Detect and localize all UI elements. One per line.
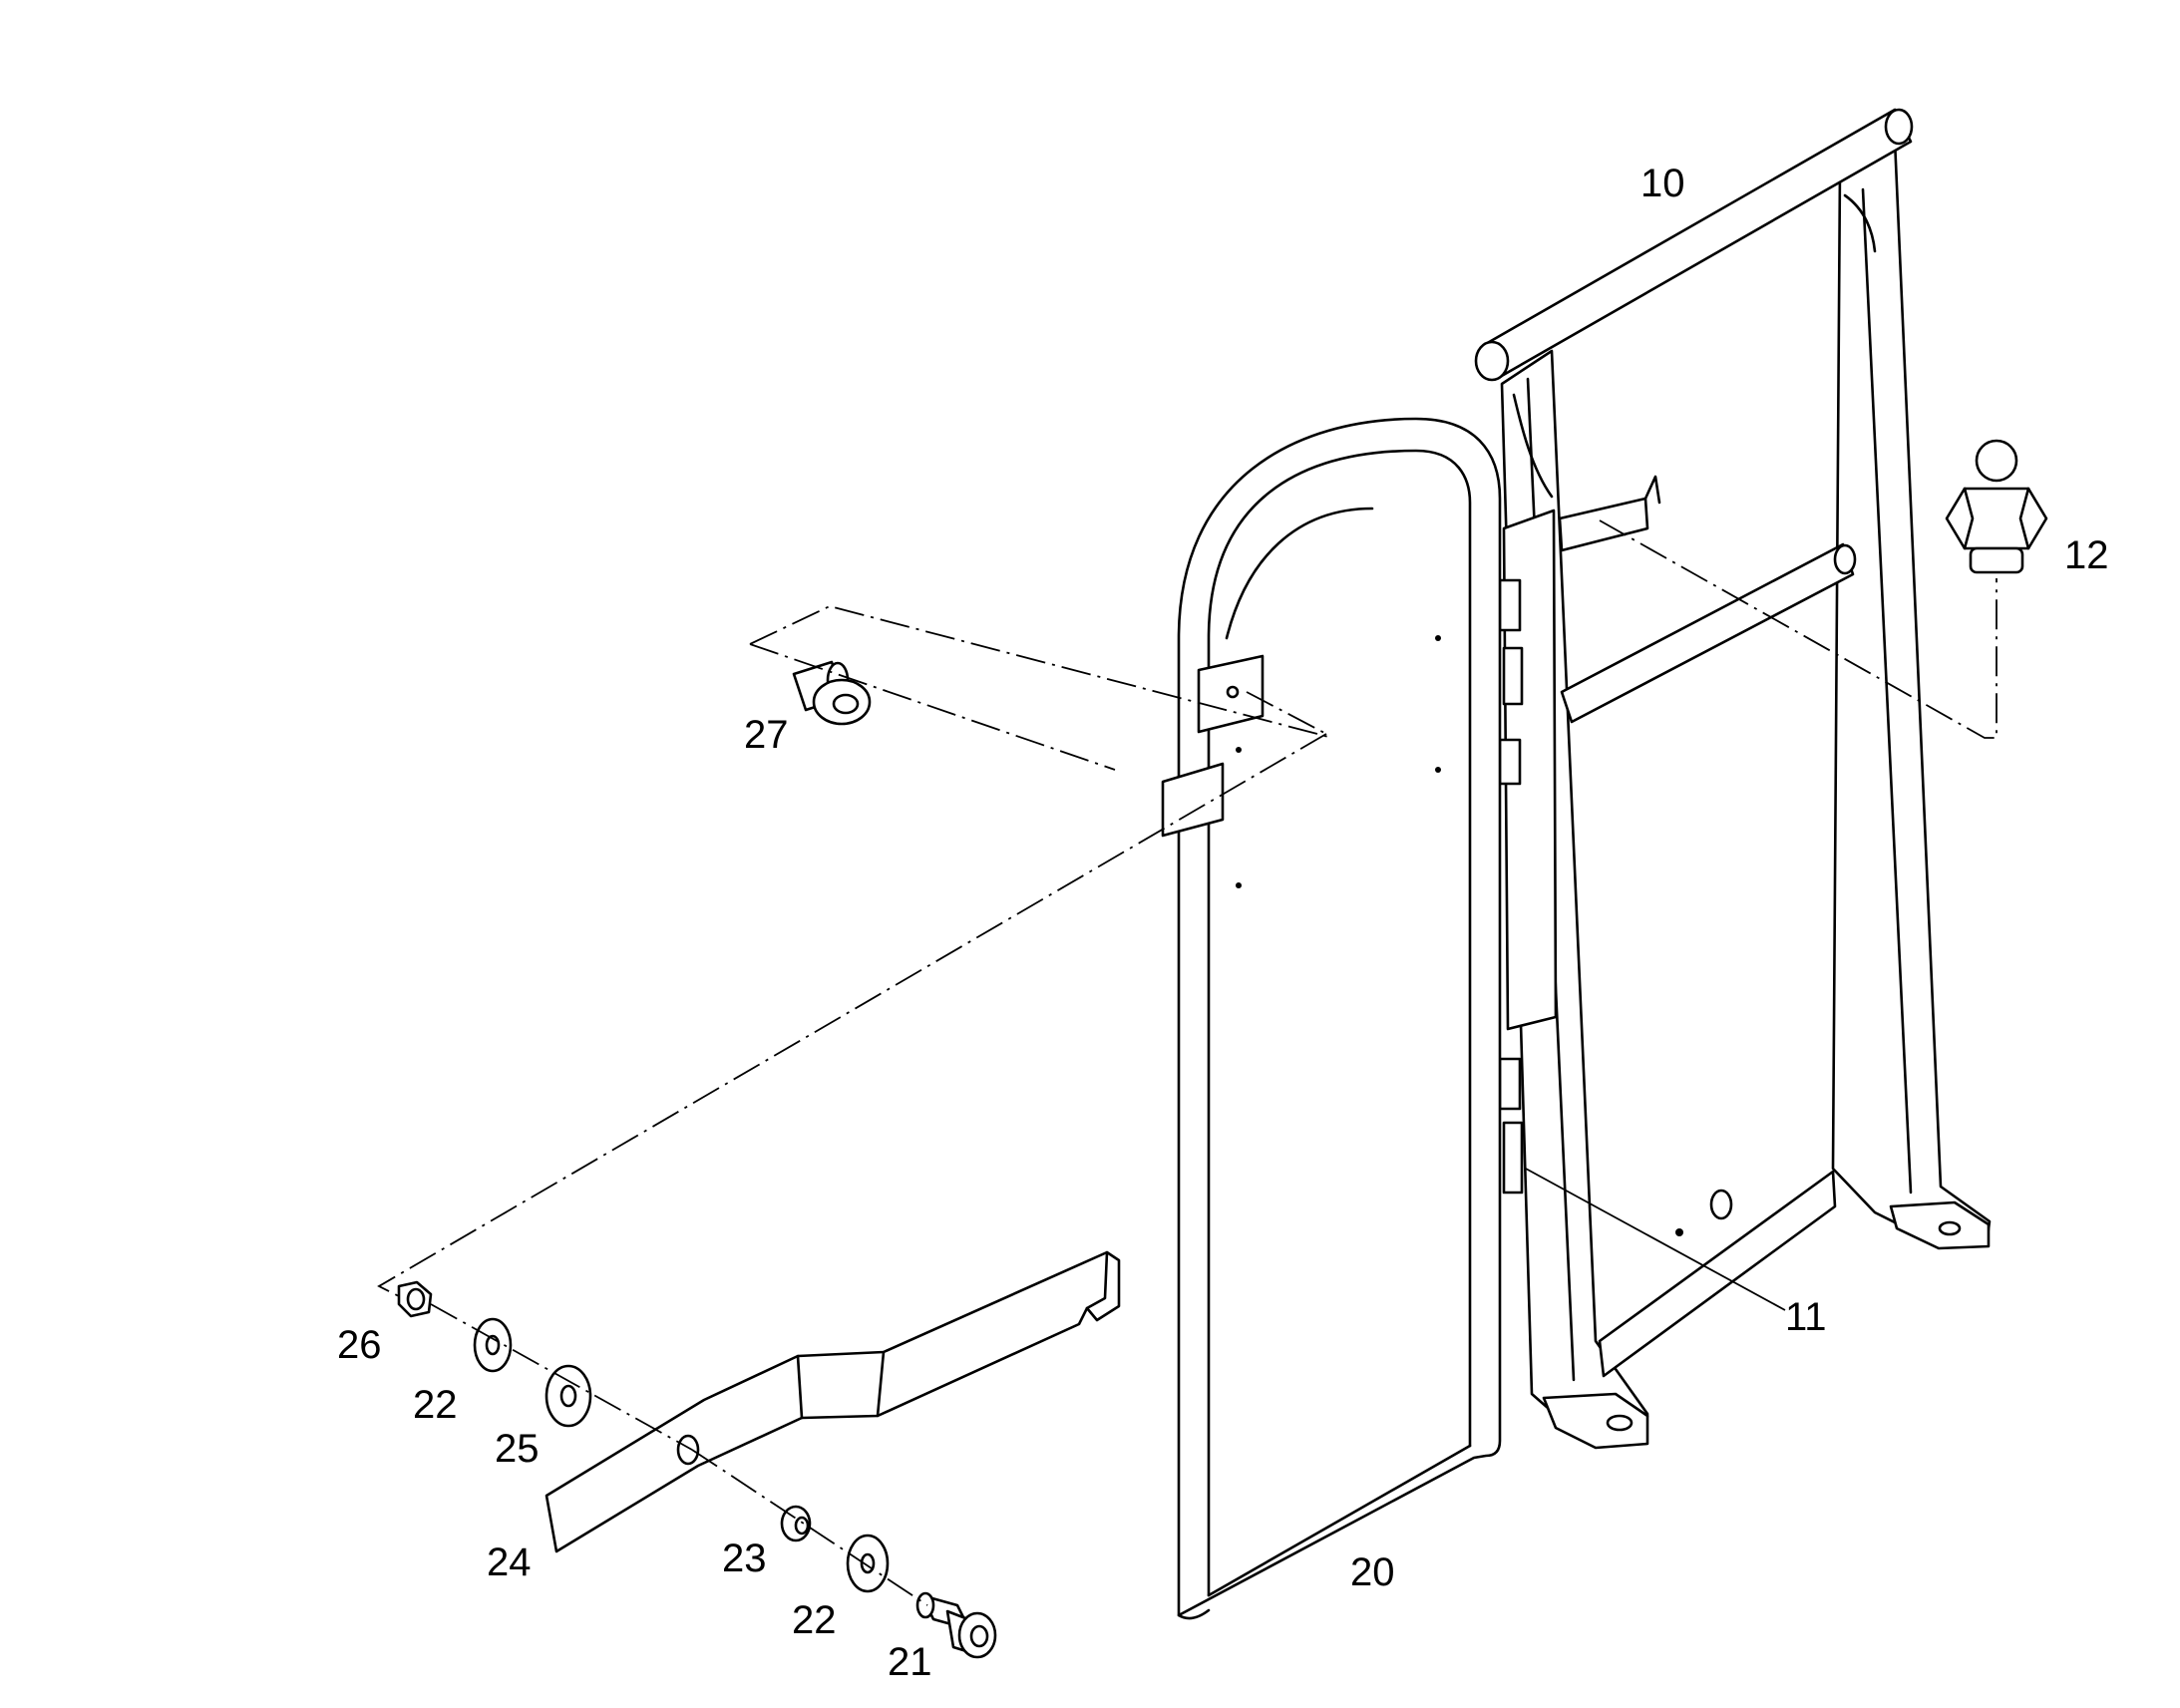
- part-23-bushing: [780, 1505, 812, 1542]
- callout-25: 25: [495, 1427, 540, 1471]
- callout-21: 21: [888, 1640, 932, 1684]
- callout-20: 20: [1350, 1550, 1395, 1594]
- callout-10: 10: [1640, 162, 1685, 205]
- part-20-gate: [1161, 417, 1502, 1620]
- callout-23: 23: [722, 1537, 767, 1580]
- callout-22-b: 22: [792, 1598, 837, 1642]
- part-26-nut: [397, 1280, 433, 1318]
- callout-11: 11: [1785, 1295, 1827, 1339]
- callout-12: 12: [2064, 533, 2109, 577]
- part-22-washer-a: [473, 1317, 513, 1373]
- part-24-lever: [545, 1250, 1121, 1553]
- callout-27: 27: [744, 713, 789, 757]
- part-21-shoulder-bolt: [915, 1591, 997, 1659]
- leader-lines: [1525, 1168, 1786, 1311]
- part-27-socket-screw: [792, 660, 872, 726]
- part-25-washer: [545, 1364, 592, 1428]
- callout-24: 24: [487, 1540, 532, 1584]
- part-10-rear-frame: [1474, 108, 1992, 1450]
- part-22-washer-b: [846, 1534, 890, 1593]
- assembly-center-lines: [377, 519, 1998, 1606]
- callout-26: 26: [337, 1323, 382, 1367]
- callout-22-a: 22: [413, 1383, 458, 1427]
- part-12-grease-nipple: [1945, 439, 2048, 574]
